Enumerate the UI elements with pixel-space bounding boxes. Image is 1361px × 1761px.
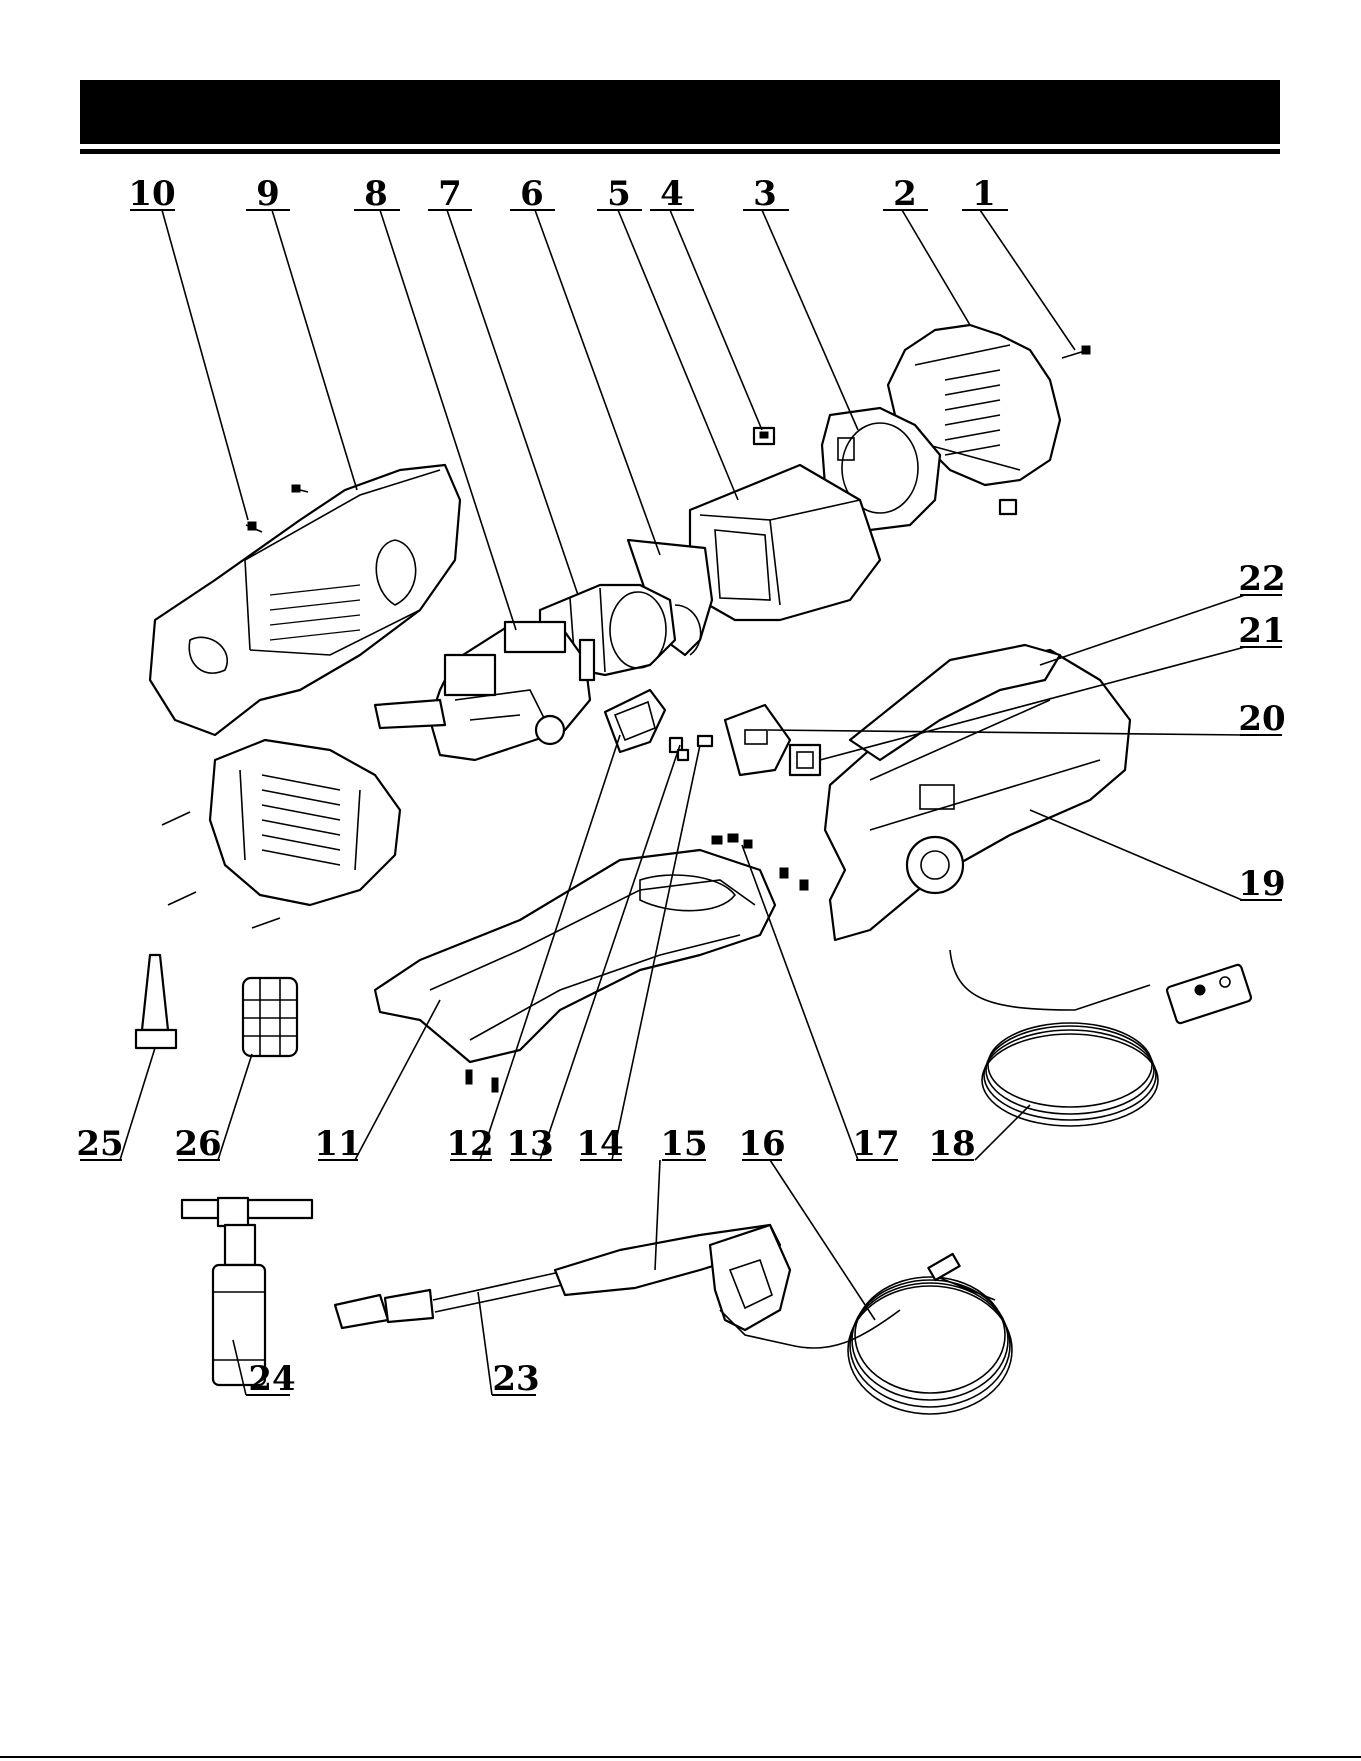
callout-24: 24 [248, 1359, 295, 1399]
callout-9: 9 [256, 174, 280, 214]
part-14-terminal [698, 736, 712, 746]
part-26-filter [243, 978, 297, 1056]
part-9-front-cover [210, 740, 400, 905]
callout-5: 5 [607, 174, 631, 214]
callout-12: 12 [446, 1124, 493, 1164]
part-4-connector [754, 428, 774, 444]
callout-16: 16 [738, 1124, 785, 1164]
callout-4: 4 [660, 174, 684, 214]
part-12-circuit-board [605, 690, 665, 752]
callout-25: 25 [76, 1124, 123, 1164]
part-1-screw [1062, 346, 1090, 358]
part-15-spray-gun [555, 1225, 790, 1345]
callout-8: 8 [364, 174, 388, 214]
callout-1: 1 [972, 174, 996, 214]
part-25-nozzle [136, 955, 176, 1048]
part-23-wand [335, 1272, 562, 1328]
callout-17: 17 [852, 1124, 899, 1164]
callout-3: 3 [753, 174, 777, 214]
part-9-housing-half [150, 465, 460, 735]
part-8-pump-assembly [375, 622, 594, 760]
callout-19: 19 [1238, 864, 1285, 904]
callout-21: 21 [1238, 611, 1285, 651]
part-20-switch-plate [725, 705, 790, 775]
part-16-hose [790, 1254, 1012, 1414]
callout-15: 15 [660, 1124, 707, 1164]
callout-10: 10 [128, 174, 175, 214]
part-24-soap-bottle [182, 1198, 312, 1385]
callout-6: 6 [520, 174, 544, 214]
callout-13: 13 [506, 1124, 553, 1164]
callout-18: 18 [928, 1124, 975, 1164]
callout-7: 7 [438, 174, 462, 214]
callout-11: 11 [314, 1124, 361, 1164]
part-21-switch [790, 745, 820, 775]
callout-23: 23 [492, 1359, 539, 1399]
footer-rule [0, 1756, 1361, 1758]
part-18-power-cord [950, 950, 1252, 1126]
callout-14: 14 [576, 1124, 623, 1164]
callout-2: 2 [893, 174, 917, 214]
callout-22: 22 [1238, 559, 1285, 599]
callout-26: 26 [174, 1124, 221, 1164]
callout-20: 20 [1238, 699, 1285, 739]
